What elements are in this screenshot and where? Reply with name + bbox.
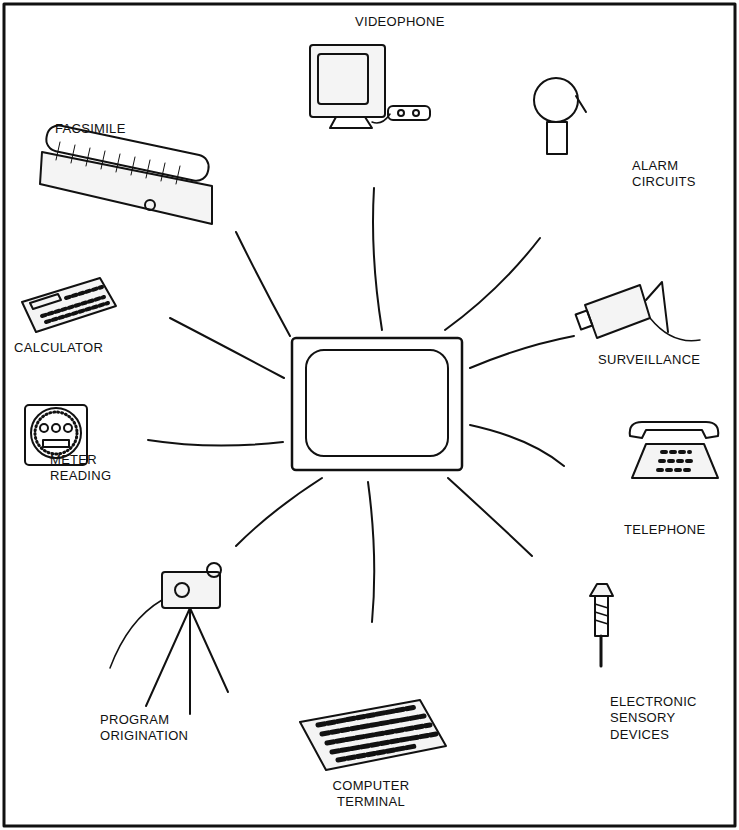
- meter-register: [52, 424, 60, 432]
- device-label: SURVEILLANCE: [598, 352, 718, 368]
- videophone-screen: [318, 54, 368, 104]
- connection-line: [236, 232, 290, 336]
- connection-line: [448, 478, 532, 556]
- videophone-keypad: [388, 106, 430, 120]
- meter-ticks: [35, 412, 77, 454]
- connection-line: [170, 318, 284, 378]
- sensor-stem: [600, 636, 603, 666]
- connection-line: [368, 482, 374, 622]
- bell-striker: [576, 96, 586, 112]
- alarm-bell: [534, 78, 578, 122]
- bell-mount: [547, 122, 567, 154]
- device-label: VIDEOPHONE: [355, 14, 435, 30]
- connection-line: [470, 425, 564, 466]
- camera-mount: [646, 282, 668, 332]
- tv-camera-reel: [207, 563, 221, 577]
- connection-line: [148, 440, 283, 446]
- camera-body: [585, 285, 650, 338]
- videophone-stand: [330, 117, 372, 128]
- facsimile-knob: [145, 200, 155, 210]
- device-label: PROGRAM ORIGINATION: [100, 712, 200, 745]
- keypad-button: [398, 110, 404, 116]
- facsimile-body: [40, 152, 212, 224]
- telephone-base: [632, 444, 718, 478]
- television-screen: [306, 350, 448, 456]
- telephone-handset: [630, 422, 719, 438]
- calculator-keys: [42, 287, 108, 322]
- tv-camera-cable: [110, 600, 162, 668]
- videophone-monitor: [310, 45, 385, 117]
- device-label: TELEPHONE: [624, 522, 724, 538]
- meter-register: [40, 424, 48, 432]
- tv-camera-lens: [175, 583, 189, 597]
- calculator-display: [30, 294, 61, 309]
- connection-line: [470, 336, 574, 368]
- meter-register: [64, 424, 72, 432]
- calculator-body: [22, 278, 116, 332]
- camera-lens: [576, 310, 593, 329]
- sensor-cap: [590, 584, 613, 596]
- sensor-coil: [595, 604, 608, 624]
- connection-line: [236, 478, 322, 546]
- keyboard-keys: [318, 707, 436, 760]
- connection-line: [445, 238, 540, 330]
- keypad-button: [413, 110, 419, 116]
- device-label: CALCULATOR: [14, 340, 109, 356]
- frame: [4, 4, 735, 826]
- keyboard-body: [300, 700, 446, 770]
- device-label: ELECTRONIC SENSORY DEVICES: [610, 694, 700, 743]
- connection-line: [373, 188, 382, 330]
- sensor-body: [595, 596, 608, 636]
- camera-cable: [650, 318, 700, 341]
- device-label: METER READING: [50, 452, 120, 485]
- tripod-legs: [146, 608, 228, 714]
- drum-hatching: [56, 142, 180, 184]
- meter-window: [43, 440, 69, 447]
- television-cabinet: [292, 338, 462, 470]
- device-label: ALARM CIRCUITS: [632, 158, 707, 191]
- meter-dial: [31, 408, 81, 458]
- telephone-keypad: [658, 452, 694, 470]
- device-label: FACSIMILE: [55, 121, 135, 137]
- device-label: COMPUTER TERMINAL: [326, 778, 416, 811]
